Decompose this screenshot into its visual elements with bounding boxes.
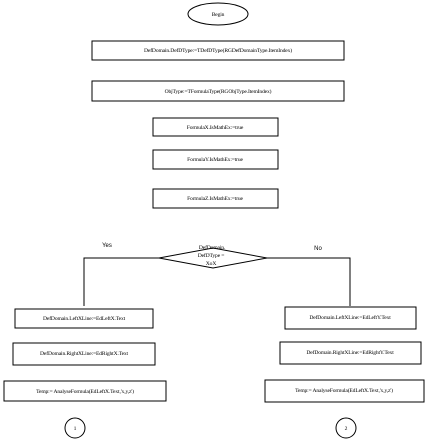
no-analyse-label: Temp:= AnalyseFormula(EdLeftX.Text,'x,y,… bbox=[295, 387, 393, 394]
formula-y-mathex-node: FormulaY.IsMathEx:=true bbox=[152, 149, 279, 170]
yes-left-x-line-box bbox=[14, 308, 154, 329]
decision-diamond bbox=[158, 247, 268, 269]
formula-z-mathex-box bbox=[152, 188, 279, 209]
no-left-x-line-node: DefDomain.LeftXLine:=EdLeftY.Text bbox=[284, 306, 417, 330]
no-right-x-line-node: DefDomain.RightXLine:=EdRightY.Text bbox=[279, 341, 422, 365]
begin-node: Begin bbox=[187, 2, 249, 26]
def-type-assign-node: DefDomain.DefDType:=TDefDType(RGDefDomai… bbox=[91, 40, 345, 61]
yes-right-x-line-node: DefDomain.RightXLine:=EdRightX.Text bbox=[12, 342, 156, 366]
connector-2-label: 2 bbox=[345, 426, 348, 432]
connector-1-label: 1 bbox=[74, 426, 77, 432]
decision-node: DefDomain. DefDType = XoX bbox=[158, 244, 268, 269]
yes-analyse-box bbox=[3, 380, 167, 402]
begin-ellipse bbox=[187, 2, 249, 26]
formula-x-mathex-node: FormulaX.IsMathEx:=true bbox=[152, 117, 279, 137]
yes-analyse-label: Temp:= AnalyseFormula(EdLeftX.Text,'x,y,… bbox=[36, 388, 134, 395]
yes-left-x-line-node: DefDomain.LeftXLine:=EdLeftX.Text bbox=[14, 308, 154, 329]
decision-label-line-1: DefDomain. bbox=[199, 244, 226, 251]
edge-decision-yes bbox=[83, 257, 159, 306]
no-left-x-line-label: DefDomain.LeftXLine:=EdLeftY.Text bbox=[309, 314, 391, 321]
connector-2-circle bbox=[335, 417, 357, 439]
connector-2-node: 2 bbox=[335, 417, 357, 439]
edge-decision-no bbox=[267, 257, 351, 306]
yes-right-x-line-label: DefDomain.RightXLine:=EdRightX.Text bbox=[40, 350, 129, 357]
begin-label: Begin bbox=[212, 12, 225, 18]
no-analyse-box bbox=[264, 379, 425, 403]
branch-no-label: No bbox=[314, 246, 322, 252]
branch-yes-label: Yes bbox=[102, 243, 112, 249]
yes-analyse-node: Temp:= AnalyseFormula(EdLeftX.Text,'x,y,… bbox=[3, 380, 167, 402]
no-left-x-line-box bbox=[284, 306, 417, 330]
formula-y-mathex-label: FormulaY.IsMathEx:=true bbox=[187, 157, 243, 163]
obj-type-assign-box bbox=[91, 80, 345, 102]
formula-z-mathex-node: FormulaZ.IsMathEx:=true bbox=[152, 188, 279, 209]
obj-type-assign-node: ObjType:=TFormulaType(RGObjType.ItemInde… bbox=[91, 80, 345, 102]
formula-z-mathex-label: FormulaZ.IsMathEx:=true bbox=[187, 196, 243, 202]
no-right-x-line-box bbox=[279, 341, 422, 365]
yes-right-x-line-box bbox=[12, 342, 156, 366]
def-type-assign-box bbox=[91, 40, 345, 61]
yes-left-x-line-label: DefDomain.LeftXLine:=EdLeftX.Text bbox=[43, 315, 126, 322]
decision-label-line-2: DefDType = bbox=[198, 252, 225, 259]
connector-1-node: 1 bbox=[64, 417, 86, 439]
obj-type-assign-label: ObjType:=TFormulaType(RGObjType.ItemInde… bbox=[165, 88, 272, 95]
formula-x-mathex-label: FormulaX.IsMathEx:=true bbox=[187, 125, 244, 131]
formula-y-mathex-box bbox=[152, 149, 279, 170]
no-right-x-line-label: DefDomain.RightXLine:=EdRightY.Text bbox=[306, 349, 394, 356]
decision-label-line-3: XoX bbox=[206, 261, 217, 267]
def-type-assign-label: DefDomain.DefDType:=TDefDType(RGDefDomai… bbox=[144, 47, 292, 54]
connector-1-circle bbox=[64, 417, 86, 439]
no-analyse-node: Temp:= AnalyseFormula(EdLeftX.Text,'x,y,… bbox=[264, 379, 425, 403]
edges bbox=[83, 257, 351, 306]
formula-x-mathex-box bbox=[152, 117, 279, 137]
